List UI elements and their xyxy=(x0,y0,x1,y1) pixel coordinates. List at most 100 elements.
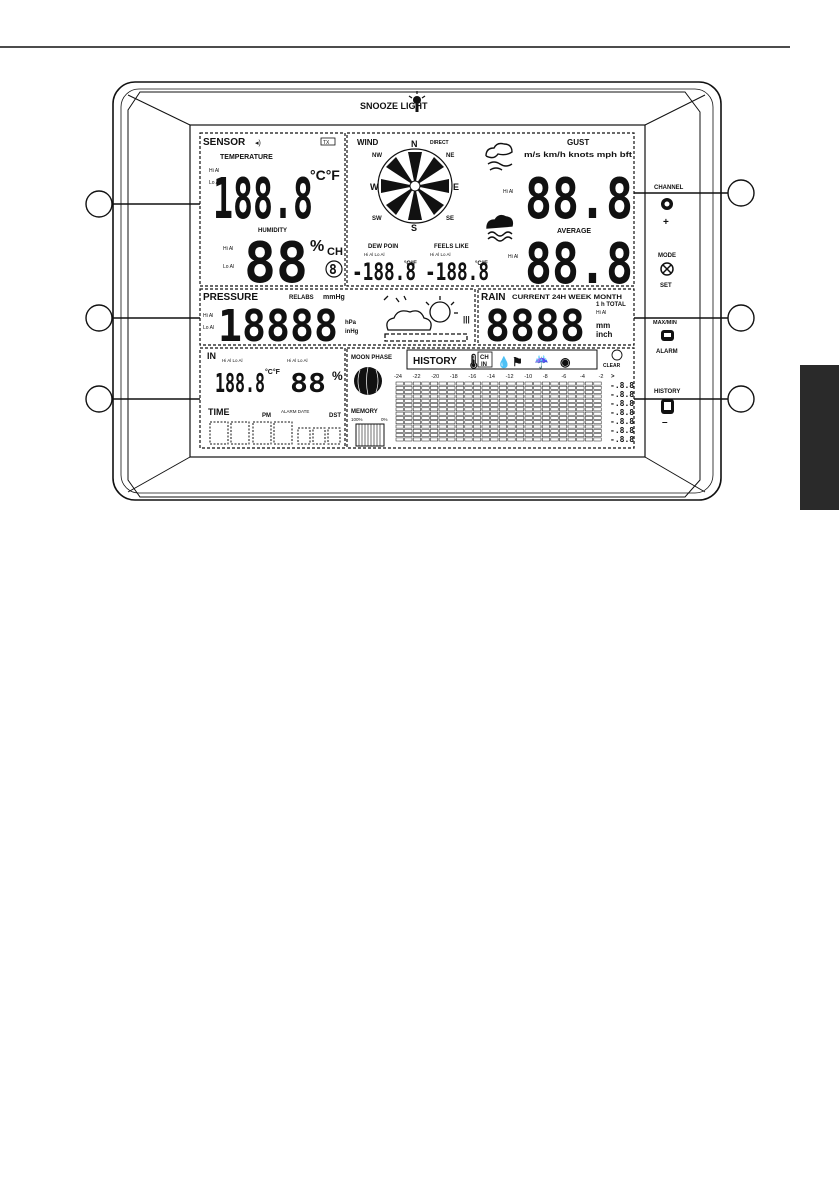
history-cell xyxy=(524,398,533,403)
history-cell xyxy=(533,381,542,386)
svg-text:mm: mm xyxy=(596,321,610,330)
history-cell xyxy=(473,390,482,394)
history-cell xyxy=(490,381,499,386)
history-cell xyxy=(584,416,593,420)
history-cell xyxy=(455,420,464,425)
history-cell xyxy=(541,433,550,437)
history-scale-label: -.8.8 xyxy=(610,408,634,417)
history-cell xyxy=(541,403,550,407)
history-cell xyxy=(464,398,473,403)
history-cell xyxy=(541,398,550,403)
history-cell xyxy=(584,390,593,394)
history-cell xyxy=(533,433,542,437)
history-cell xyxy=(438,429,447,433)
history-cell xyxy=(473,424,482,429)
history-cell xyxy=(421,411,430,416)
history-cell xyxy=(421,403,430,407)
history-cell xyxy=(490,437,499,442)
history-cell xyxy=(516,433,525,437)
history-cell xyxy=(447,398,456,403)
history-cell xyxy=(421,398,430,403)
history-cell xyxy=(559,390,568,394)
page-tab xyxy=(800,365,839,510)
history-cell xyxy=(567,437,576,442)
history-cell xyxy=(533,390,542,394)
history-cell xyxy=(473,381,482,386)
svg-text:CLEAR: CLEAR xyxy=(603,363,621,369)
history-cell xyxy=(516,416,525,420)
history-cell xyxy=(541,390,550,394)
history-cell xyxy=(395,398,404,403)
history-cell xyxy=(438,411,447,416)
history-cell xyxy=(464,429,473,433)
history-cell xyxy=(498,429,507,433)
svg-text:–: – xyxy=(662,417,668,428)
history-cell xyxy=(524,437,533,442)
history-cell xyxy=(481,411,490,416)
svg-text:DST: DST xyxy=(329,413,341,419)
history-cell xyxy=(516,390,525,394)
history-cell xyxy=(507,433,516,437)
svg-text:Hi Al Lo Al: Hi Al Lo Al xyxy=(222,358,243,363)
mode-button[interactable] xyxy=(660,262,674,276)
history-cell xyxy=(447,424,456,429)
history-cell xyxy=(516,407,525,412)
history-cell xyxy=(490,398,499,403)
history-cell xyxy=(490,433,499,437)
history-cell xyxy=(473,411,482,416)
history-cell xyxy=(533,424,542,429)
history-cell xyxy=(524,411,533,416)
history-cell xyxy=(421,394,430,399)
history-cell xyxy=(593,433,602,437)
history-cell xyxy=(498,386,507,390)
history-cell xyxy=(576,386,585,390)
history-cell xyxy=(524,429,533,433)
svg-text:HISTORY: HISTORY xyxy=(654,389,680,395)
svg-text:DIRECT: DIRECT xyxy=(430,140,449,146)
svg-text:Hi Al: Hi Al xyxy=(596,310,606,316)
history-cell xyxy=(404,381,413,386)
history-cell xyxy=(404,407,413,412)
history-cell xyxy=(447,390,456,394)
history-title: HISTORY xyxy=(413,356,457,367)
svg-text:hPa: hPa xyxy=(345,320,357,326)
history-cell xyxy=(584,407,593,412)
history-cell xyxy=(481,394,490,399)
channel-value: 8 xyxy=(329,263,337,278)
history-cell xyxy=(516,386,525,390)
history-cell xyxy=(584,386,593,390)
svg-text:NW: NW xyxy=(372,153,382,159)
history-cell xyxy=(430,403,439,407)
rain-title: RAIN xyxy=(481,292,505,303)
svg-text:+: + xyxy=(663,217,669,228)
svg-text:%: % xyxy=(332,369,343,383)
history-cell xyxy=(516,381,525,386)
history-cell xyxy=(498,420,507,425)
history-cell xyxy=(533,420,542,425)
history-cell xyxy=(421,416,430,420)
history-cell xyxy=(567,429,576,433)
svg-text:°C°F: °C°F xyxy=(265,368,281,376)
average-label: AVERAGE xyxy=(557,228,591,235)
history-cell xyxy=(412,403,421,407)
history-scale-label: -.8.8 xyxy=(610,417,634,426)
history-cell xyxy=(438,381,447,386)
history-cell xyxy=(473,407,482,412)
history-cell xyxy=(473,437,482,442)
history-cell xyxy=(541,407,550,412)
svg-text:ALARM: ALARM xyxy=(656,349,678,355)
history-cell xyxy=(507,429,516,433)
history-cell xyxy=(412,411,421,416)
svg-text:Hi Al: Hi Al xyxy=(503,189,513,195)
history-cell xyxy=(464,411,473,416)
svg-text:CH: CH xyxy=(480,355,489,361)
pressure-title: PRESSURE xyxy=(203,292,258,303)
history-cell xyxy=(490,403,499,407)
history-cell xyxy=(455,398,464,403)
history-cell xyxy=(481,420,490,425)
history-cell xyxy=(447,429,456,433)
channel-button-label: CHANNEL xyxy=(654,185,684,191)
gust-value: 88.8 xyxy=(525,167,633,232)
svg-text:mmHg: mmHg xyxy=(323,294,345,301)
history-cell xyxy=(567,403,576,407)
